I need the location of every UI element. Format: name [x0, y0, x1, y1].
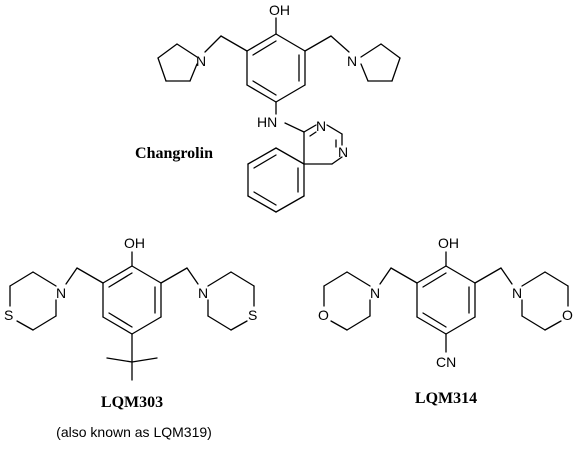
lqm303-left-s-label: S	[4, 307, 13, 323]
changrolin-left-n-label: N	[196, 53, 206, 69]
lqm314-cn-label: CN	[436, 354, 456, 370]
lqm303-name: LQM303	[101, 394, 163, 411]
lqm303-alias-note: (also known as LQM319)	[56, 424, 212, 440]
changrolin-oh-label: OH	[269, 2, 290, 18]
changrolin-benzene-ring	[246, 33, 306, 103]
changrolin-left-pyrrolidine	[157, 43, 198, 82]
lqm314-right-morpholine	[521, 271, 569, 331]
changrolin-quinazoline	[247, 124, 343, 213]
lqm303-right-thiomorpholine	[207, 271, 255, 331]
changrolin-name: Changrolin	[135, 145, 213, 162]
changrolin-right-n-label: N	[347, 53, 357, 69]
lqm314-left-morpholine	[323, 271, 371, 331]
lqm314-left-o-label: O	[318, 307, 329, 323]
lqm314-left-n-label: N	[370, 285, 380, 301]
changrolin-nh-label: HN	[257, 114, 277, 130]
changrolin-right-pyrrolidine	[360, 43, 401, 82]
lqm314-benzene-ring	[416, 265, 476, 335]
lqm314-name: LQM314	[415, 390, 477, 407]
lqm303-right-s-label: S	[248, 307, 257, 323]
lqm303-left-thiomorpholine	[9, 271, 57, 331]
changrolin-quinazoline-n1-label: N	[316, 118, 326, 134]
lqm303-right-n-label: N	[198, 285, 208, 301]
lqm314-right-n-label: N	[512, 285, 522, 301]
lqm314-oh-label: OH	[438, 235, 459, 251]
lqm303-oh-label: OH	[124, 235, 145, 251]
lqm303-benzene-ring	[102, 265, 162, 335]
lqm303-left-n-label: N	[56, 285, 66, 301]
lqm314-structure: N O N O OH CN LQM314	[318, 235, 573, 407]
changrolin-structure: OH N N HN N N Changrolin	[135, 2, 401, 213]
lqm303-tert-butyl	[106, 333, 158, 381]
lqm303-structure: OH N S N S LQM303 (also known as LQM319)	[4, 235, 257, 440]
lqm314-right-o-label: O	[562, 307, 573, 323]
changrolin-quinazoline-n3-label: N	[338, 144, 348, 160]
